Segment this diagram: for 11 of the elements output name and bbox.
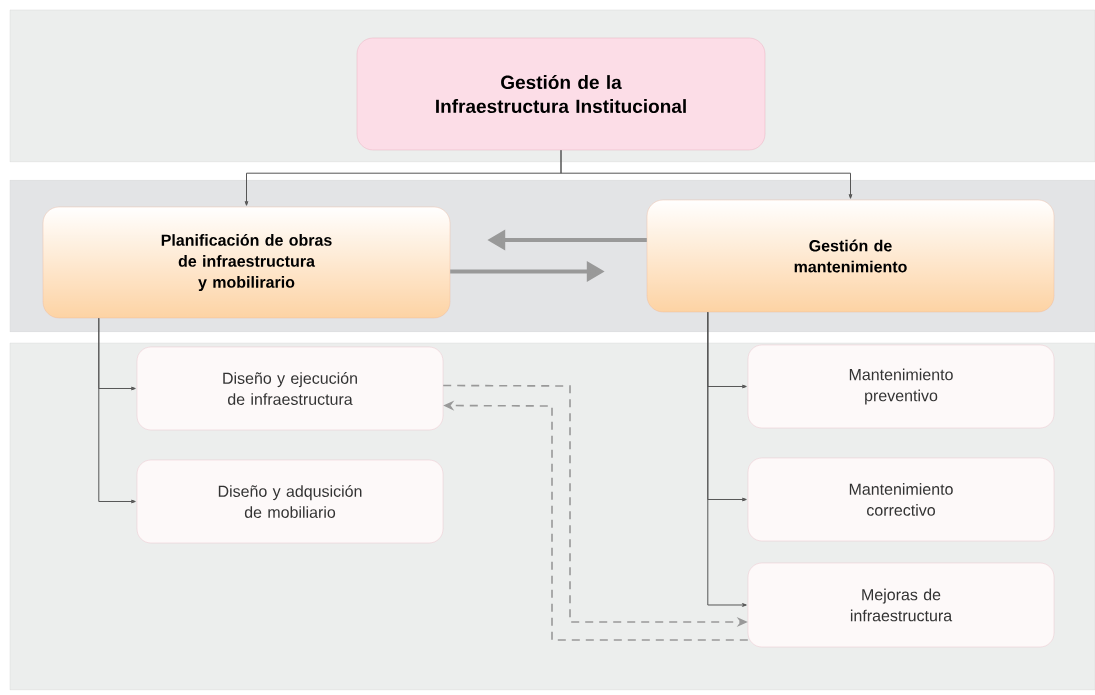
- task-box: Diseño y adqusición de mobiliario: [136, 459, 444, 544]
- task-box: Diseño y ejecución de infraestructura: [136, 346, 444, 431]
- arrow: [707, 311, 747, 607]
- arrow: [560, 149, 853, 199]
- process-box: Gestión de mantenimiento: [646, 199, 1055, 313]
- arrow: [98, 317, 136, 504]
- task-box: Mejoras de infraestructura: [747, 562, 1055, 648]
- task-box: Mantenimiento preventivo: [747, 344, 1055, 429]
- task-box: Mantenimiento correctivo: [747, 457, 1055, 542]
- title-box: Gestión de la Infraestructura Institucional: [356, 37, 766, 151]
- process-box: Planificación de obras de infraestructura y mobilirario: [42, 206, 451, 319]
